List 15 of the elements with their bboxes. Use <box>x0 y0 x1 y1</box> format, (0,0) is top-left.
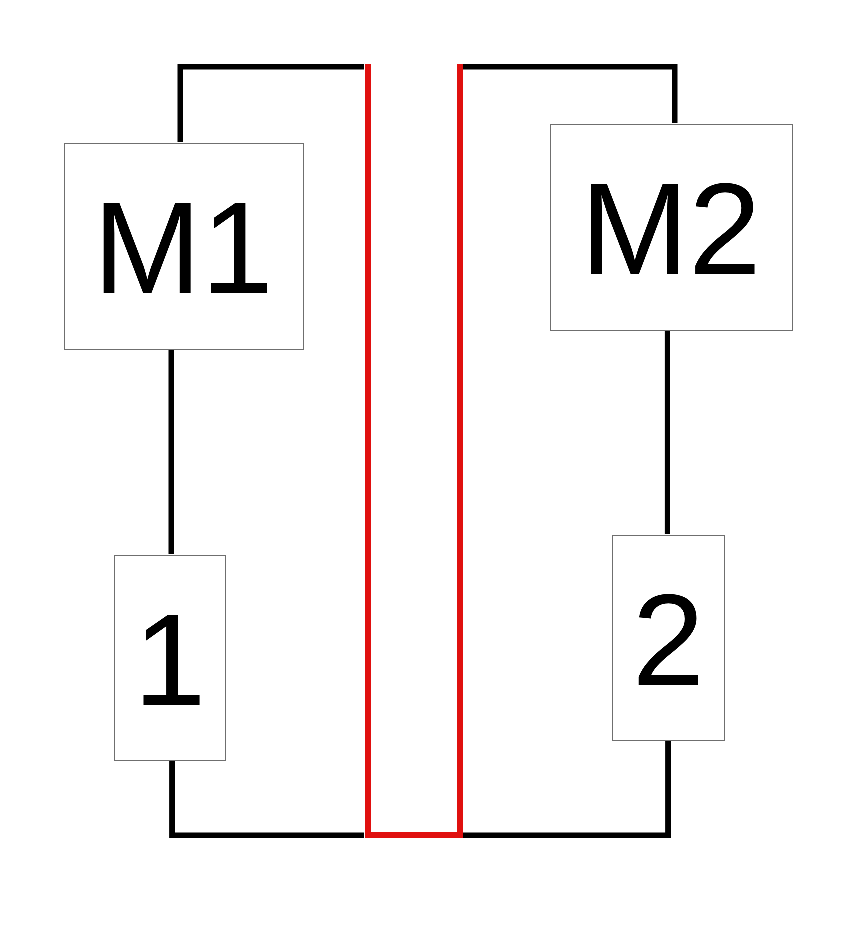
wire <box>170 761 364 838</box>
process-box <box>550 124 792 330</box>
process-box <box>612 534 725 741</box>
wire <box>178 64 364 142</box>
u-shaped-rail <box>364 64 462 838</box>
process-box <box>114 554 226 761</box>
wire <box>462 741 672 838</box>
box-label: M2 <box>580 160 762 294</box>
wire <box>664 330 670 534</box>
box-label: 2 <box>632 570 705 705</box>
process-box <box>64 142 304 350</box>
wire <box>462 64 678 124</box>
box-label: 1 <box>134 590 206 725</box>
box-label: M1 <box>93 179 274 313</box>
wire <box>168 350 174 554</box>
